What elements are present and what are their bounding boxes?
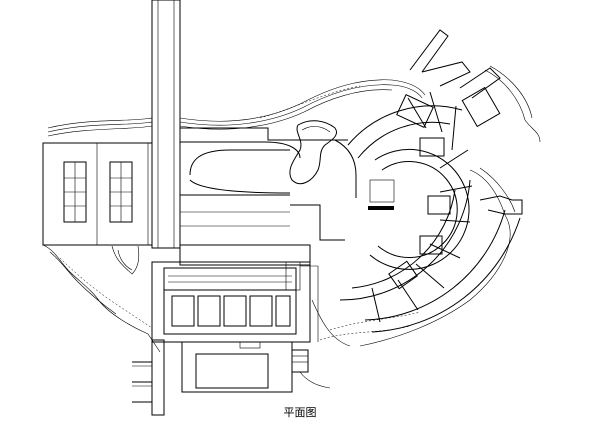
curved-main-building (339, 91, 521, 333)
tennis-court-2 (109, 161, 133, 223)
bottom-left-dock (132, 339, 165, 416)
tennis-court-1 (63, 161, 87, 223)
vertical-corridor (151, 0, 181, 249)
shoreline (311, 167, 516, 347)
coastline-contours (47, 65, 541, 143)
bottom-structure (181, 341, 331, 393)
lower-building-block (151, 261, 319, 343)
left-rocky-shore (42, 244, 161, 353)
central-plaza (179, 127, 348, 266)
drawing-caption: 平面图 (283, 406, 317, 419)
garden-pond (289, 120, 357, 198)
pier-structures (409, 29, 523, 215)
left-court-block (42, 142, 153, 246)
